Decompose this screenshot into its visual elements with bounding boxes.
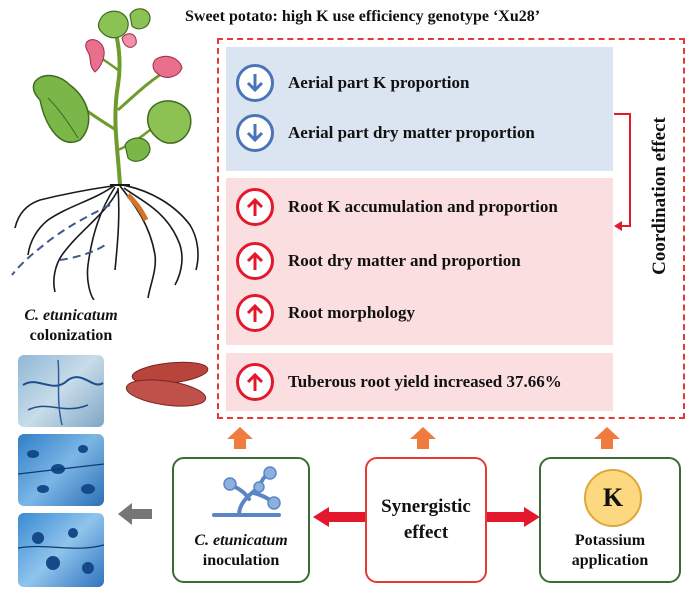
coordination-effect-label: Coordination effect [649,117,670,275]
effect-row-yield: Tuberous root yield increased 37.66% [236,363,562,401]
up-arrow-icon [236,188,274,226]
effect-row-aerial-dry-matter: Aerial part dry matter proportion [236,114,535,152]
fungus-hyphae-icon [212,466,281,517]
potassium-k-icon: K [584,469,642,527]
potassium-line-2: application [571,552,649,569]
effect-label: Root morphology [288,303,416,322]
red-left-arrow-icon [313,507,367,527]
effect-label: Aerial part dry matter proportion [288,123,535,142]
microscopy-image-2 [18,434,104,506]
coordination-bracket-arrow [614,113,631,231]
synergistic-effect-box: Synergistic effect [365,457,487,583]
sweet-potato-tubers [125,361,209,407]
effect-label: Root dry matter and proportion [288,251,521,270]
effects-dashed-frame [217,38,685,419]
effect-label: Aerial part K proportion [288,73,470,92]
effect-label: Tuberous root yield increased 37.66% [288,372,562,391]
potassium-box: K Potassium application [539,457,681,583]
microscopy-image-1 [18,355,104,427]
decrease-panel: Aerial part K proportion Aerial part dry… [226,47,613,171]
effect-row-aerial-k: Aerial part K proportion [236,64,469,102]
colonization-label: C. etunicatum colonization [6,306,136,346]
colonization-species: C. etunicatum [24,307,118,324]
potassium-line-1: Potassium [574,532,646,549]
up-arrow-icon [236,294,274,332]
orange-up-arrow-icon [410,427,436,449]
gray-left-arrow-icon [118,503,152,525]
effect-label: Root K accumulation and proportion [288,197,558,216]
microscopy-image-3 [18,513,104,587]
down-arrow-icon [236,64,274,102]
up-arrow-icon [236,242,274,280]
orange-up-arrow-icon [594,427,620,449]
synergy-line-1: Synergistic [381,496,471,517]
yield-panel: Tuberous root yield increased 37.66% [226,353,613,411]
orange-up-arrow-icon [227,427,253,449]
effect-row-root-dry-matter: Root dry matter and proportion [236,242,521,280]
inoculation-species: C. etunicatum [194,532,288,549]
inoculation-text: inoculation [202,552,280,569]
effect-row-root-morphology: Root morphology [236,294,415,332]
sweet-potato-plant-illustration [11,8,199,300]
inoculation-box: C. etunicatum inoculation [172,457,310,583]
increase-panel: Root K accumulation and proportion Root … [226,178,613,345]
effect-row-root-k: Root K accumulation and proportion [236,188,558,226]
colonization-text: colonization [29,327,113,344]
diagram-title: Sweet potato: high K use efficiency geno… [185,8,541,25]
down-arrow-icon [236,114,274,152]
up-arrow-icon [236,363,274,401]
synergy-line-2: effect [403,522,449,543]
red-right-arrow-icon [486,507,540,527]
